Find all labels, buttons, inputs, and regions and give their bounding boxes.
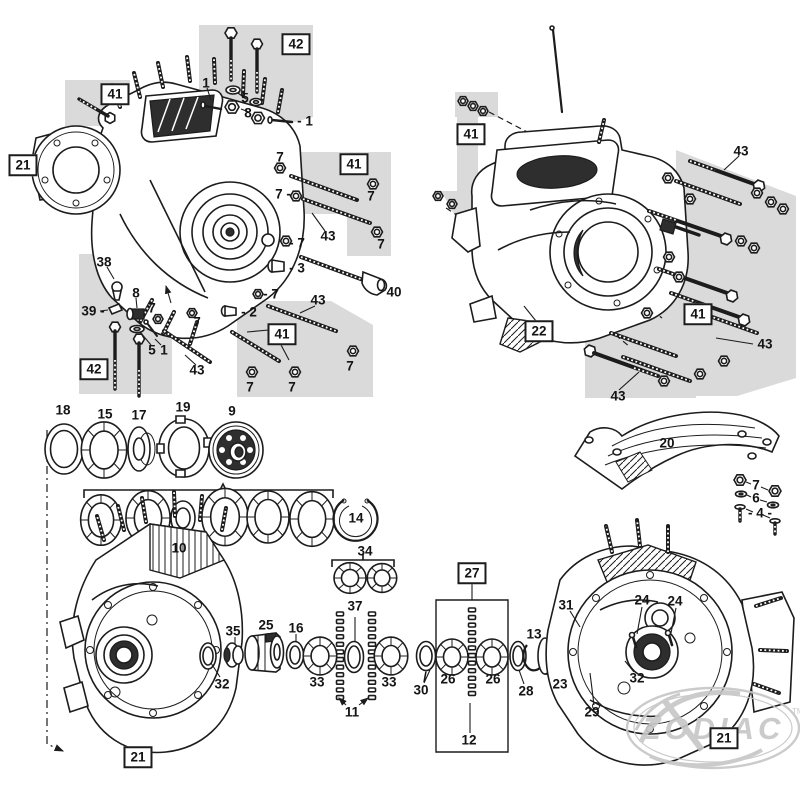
part-label-33-51: 33: [309, 674, 325, 690]
part-label-10-43: 10: [171, 540, 187, 556]
part-label-26-62: 26: [440, 671, 456, 687]
part-label-9-42: 9: [228, 403, 236, 419]
part-label-5-21: 5: [148, 342, 156, 358]
callout-box-41-8: 41: [339, 153, 369, 175]
callout-box-41-5: 41: [100, 83, 130, 105]
callout-box-27-59: 27: [457, 562, 487, 584]
bearing-row-upper: [45, 416, 263, 479]
part-label-7-20: 7: [193, 314, 201, 330]
callout-box-41-32: 41: [456, 123, 486, 145]
part-label-11-53: 11: [344, 704, 360, 720]
part-label-8-3: 8: [244, 105, 252, 121]
part-label-- 7-25: - 7: [263, 286, 279, 302]
part-label-35-49: 35: [225, 623, 241, 639]
callout-box-42-23: 42: [79, 358, 109, 380]
part-label-43-24: 43: [189, 362, 205, 378]
part-label-7-56: 7: [752, 477, 760, 493]
part-label-1-1: 1: [202, 75, 210, 91]
part-label-12-66: 12: [461, 732, 477, 748]
part-label-- 1-4: - 1: [297, 113, 313, 129]
part-label-28-64: 28: [518, 683, 534, 699]
part-label-7-12: 7: [377, 236, 385, 252]
part-label-43-27: 43: [310, 292, 326, 308]
part-label-15-39: 15: [97, 406, 113, 422]
part-label-34-45: 34: [357, 543, 373, 559]
callout-box-41-35: 41: [683, 303, 713, 325]
part-label-32-70: 32: [629, 670, 645, 686]
callout-box-21-73: 21: [709, 727, 739, 749]
part-label-- 4 --58: - 4 -: [747, 505, 773, 521]
mount-strap-illustration: [575, 412, 782, 534]
part-label-7-30: 7: [246, 379, 254, 395]
needle-bearing-set-34: [332, 554, 398, 595]
part-label-26-63: 26: [485, 671, 501, 687]
part-label-14-44: 14: [348, 510, 364, 526]
part-label-29-67: 29: [584, 704, 600, 720]
left-crankcase-bottom-illustration: [60, 492, 242, 752]
left-crankcase-top-illustration: [32, 57, 304, 344]
part-label-7-7: 7: [276, 149, 284, 165]
part-label-24-68: 24: [634, 592, 650, 608]
part-label-16-47: 16: [288, 620, 304, 636]
part-label-5-2: 5: [241, 90, 249, 106]
part-label-- 7-13: - 7: [289, 235, 305, 251]
part-label-43-37: 43: [610, 388, 626, 404]
watermark-tm: TM: [792, 707, 800, 716]
part-label-- 3-14: - 3: [289, 260, 305, 276]
leader-lines: [100, 88, 770, 733]
right-case-hardware: [432, 95, 790, 387]
right-crankcase-bottom-illustration: [546, 520, 794, 765]
part-label-6-57: 6: [752, 490, 760, 506]
part-label-7-31: 7: [288, 379, 296, 395]
callout-box-41-28: 41: [267, 323, 297, 345]
part-label-7-9: 7: [367, 188, 375, 204]
part-label-33-52: 33: [381, 674, 397, 690]
part-label-8-18: 8: [132, 285, 140, 301]
part-label-24-69: 24: [667, 593, 683, 609]
callout-box-22-34: 22: [524, 320, 554, 342]
part-label-37-46: 37: [347, 598, 363, 614]
part-label-7-19: 7: [148, 300, 156, 316]
part-label-1-22: 1: [160, 342, 168, 358]
part-label-18-38: 18: [55, 402, 71, 418]
part-label-32-50: 32: [214, 676, 230, 692]
part-label-- 2-26: - 2: [241, 304, 257, 320]
part-label-19-41: 19: [175, 399, 191, 415]
part-label-43-36: 43: [757, 336, 773, 352]
part-label-40-15: 40: [386, 284, 402, 300]
part-label-43-33: 43: [733, 143, 749, 159]
callout-box-21-54: 21: [123, 746, 153, 768]
part-label-7 --10: 7 -: [275, 186, 291, 202]
right-crankcase-top-illustration: [452, 26, 688, 352]
part-label-20-55: 20: [659, 435, 675, 451]
part-label-30-71: 30: [413, 682, 429, 698]
part-label-38-16: 38: [96, 254, 112, 270]
left-case-hardware: [79, 26, 386, 396]
part-label-39 --17: 39 -: [81, 303, 105, 319]
part-label-13-61: 13: [526, 626, 542, 642]
part-label-25-48: 25: [258, 617, 274, 633]
part-label-/-72: /: [423, 669, 427, 685]
part-label-23-65: 23: [552, 676, 568, 692]
callout-box-42-0: 42: [281, 33, 311, 55]
part-label-7-29: 7: [346, 358, 354, 374]
part-label-31-60: 31: [558, 597, 574, 613]
part-label-43-11: 43: [320, 228, 336, 244]
callout-box-21-6: 21: [8, 154, 38, 176]
part-label-17-40: 17: [131, 407, 147, 423]
